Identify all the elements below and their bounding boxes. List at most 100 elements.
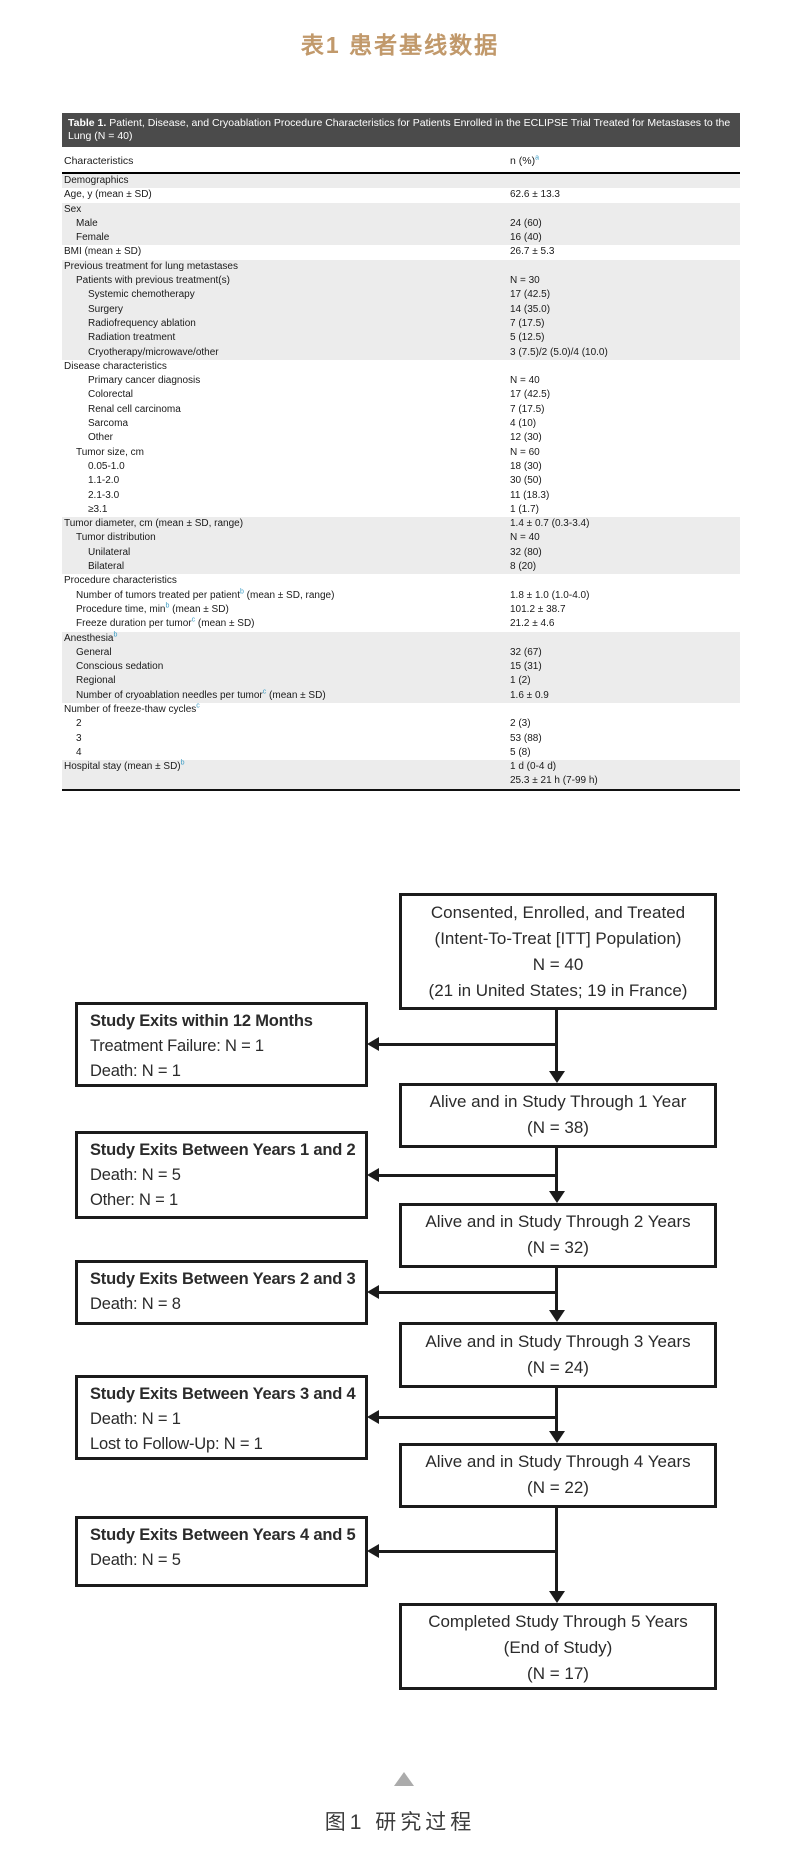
row-value: 1.6 ± 0.9	[510, 689, 549, 701]
row-value: 11 (18.3)	[510, 489, 550, 501]
arrow-down-icon	[549, 1310, 565, 1322]
row-value: 32 (67)	[510, 646, 542, 658]
flow-box-main-1: Alive and in Study Through 1 Year(N = 38…	[399, 1083, 717, 1148]
flow-box-line: (N = 17)	[527, 1664, 589, 1683]
row-label: Female	[76, 232, 110, 244]
row-label: Number of cryoablation needles per tumor…	[76, 688, 326, 701]
row-label: Renal cell carcinoma	[88, 403, 181, 415]
flow-box-title: Study Exits Between Years 3 and 4	[90, 1385, 356, 1403]
scroll-top-triangle-icon[interactable]	[394, 1772, 414, 1786]
footnote-superscript: c	[262, 688, 267, 696]
table-row: 3 53 (88)	[62, 732, 740, 746]
row-value: N = 40	[510, 375, 540, 387]
row-value: 32 (80)	[510, 546, 542, 558]
arrow-down-icon	[549, 1071, 565, 1083]
flow-box-line: N = 40	[532, 955, 584, 974]
flow-box-line: (Intent-To-Treat [ITT] Population)	[434, 929, 682, 948]
row-label: Conscious sedation	[76, 661, 164, 673]
row-label: Other	[88, 432, 114, 444]
row-label: BMI (mean ± SD)	[64, 246, 142, 258]
row-value: 16 (40)	[510, 232, 542, 244]
table1-titlebar: Table 1. Patient, Disease, and Cryoablat…	[62, 113, 740, 147]
flow-box-title: Study Exits within 12 Months	[90, 1012, 313, 1030]
flow-box-line: (21 in United States; 19 in France)	[428, 981, 688, 1000]
row-label: 2	[76, 718, 82, 730]
flow-box-title: Study Exits Between Years 1 and 2	[90, 1141, 356, 1159]
row-value: 1.4 ± 0.7 (0.3-3.4)	[510, 518, 590, 530]
flow-box-line: Treatment Failure: N = 1	[90, 1037, 264, 1055]
footnote-superscript: b	[180, 759, 185, 767]
footnote-superscript: b	[239, 588, 244, 596]
row-value: 1 (1.7)	[510, 503, 539, 515]
row-label: 0.05-1.0	[88, 460, 125, 472]
arrow-left-icon	[367, 1037, 379, 1051]
row-value: 1 d (0-4 d)	[510, 761, 557, 773]
row-value: 17 (42.5)	[510, 289, 551, 301]
flow-box-line: (N = 32)	[527, 1238, 589, 1257]
row-label: Procedure time, minb (mean ± SD)	[76, 602, 229, 615]
row-label: ≥3.1	[88, 503, 108, 515]
row-value: 30 (50)	[510, 475, 542, 487]
table-row: Demographics	[62, 174, 740, 189]
row-label: Patients with previous treatment(s)	[76, 275, 230, 287]
table-row: Patients with previous treatment(s)N = 3…	[62, 274, 740, 289]
table-row: Number of cryoablation needles per tumor…	[62, 688, 740, 703]
arrow-down-icon	[549, 1191, 565, 1203]
flow-box-line: Other: N = 1	[90, 1191, 178, 1209]
row-label: Surgery	[88, 303, 124, 315]
table-row: Procedure time, minb (mean ± SD)101.2 ± …	[62, 603, 740, 617]
row-label: 4	[76, 746, 82, 758]
table-row: Disease characteristics	[62, 360, 740, 374]
connector-line-horizontal	[378, 1291, 556, 1294]
flow-box-main-0: Consented, Enrolled, and Treated(Intent-…	[399, 893, 717, 1010]
arrow-left-icon	[367, 1410, 379, 1424]
row-value: 4 (10)	[510, 418, 537, 430]
row-value: 25.3 ± 21 h (7-99 h)	[510, 775, 598, 787]
table-row: Age, y (mean ± SD)62.6 ± 13.3	[62, 188, 740, 202]
row-value: 5 (8)	[510, 746, 531, 758]
connector-line-horizontal	[378, 1174, 556, 1177]
table-row: Number of tumors treated per patientb (m…	[62, 588, 740, 603]
connector-line-vertical	[555, 1148, 558, 1192]
flow-box-title: Study Exits Between Years 2 and 3	[90, 1270, 356, 1288]
row-label: Procedure characteristics	[64, 575, 177, 587]
footnote-superscript: b	[113, 631, 118, 639]
connector-line-vertical	[555, 1010, 558, 1072]
row-label: Systemic chemotherapy	[88, 289, 195, 301]
row-value: 17 (42.5)	[510, 389, 551, 401]
flow-box-line: Lost to Follow-Up: N = 1	[90, 1435, 263, 1453]
row-label: Radiofrequency ablation	[88, 317, 196, 329]
row-label: Sarcoma	[88, 418, 129, 430]
row-value: 7 (17.5)	[510, 317, 545, 329]
row-value: 18 (30)	[510, 460, 542, 472]
connector-line-horizontal	[378, 1550, 556, 1553]
row-value: 53 (88)	[510, 732, 542, 744]
row-label: Freeze duration per tumorc (mean ± SD)	[76, 616, 255, 630]
table-row: Anesthesiab	[62, 631, 740, 646]
row-label: 3	[76, 732, 82, 744]
footnote-superscript: a	[535, 154, 539, 162]
row-label: Radiation treatment	[88, 332, 176, 344]
footnote-superscript: c	[196, 702, 200, 710]
flow-box-line: Death: N = 8	[90, 1295, 181, 1313]
flow-box-line: (N = 24)	[527, 1358, 589, 1377]
table-row: 25.3 ± 21 h (7-99 h)	[62, 774, 740, 789]
flow-box-main-2: Alive and in Study Through 2 Years(N = 3…	[399, 1203, 717, 1268]
connector-line-horizontal	[378, 1043, 556, 1046]
flow-box-line: Death: N = 1	[90, 1062, 181, 1080]
